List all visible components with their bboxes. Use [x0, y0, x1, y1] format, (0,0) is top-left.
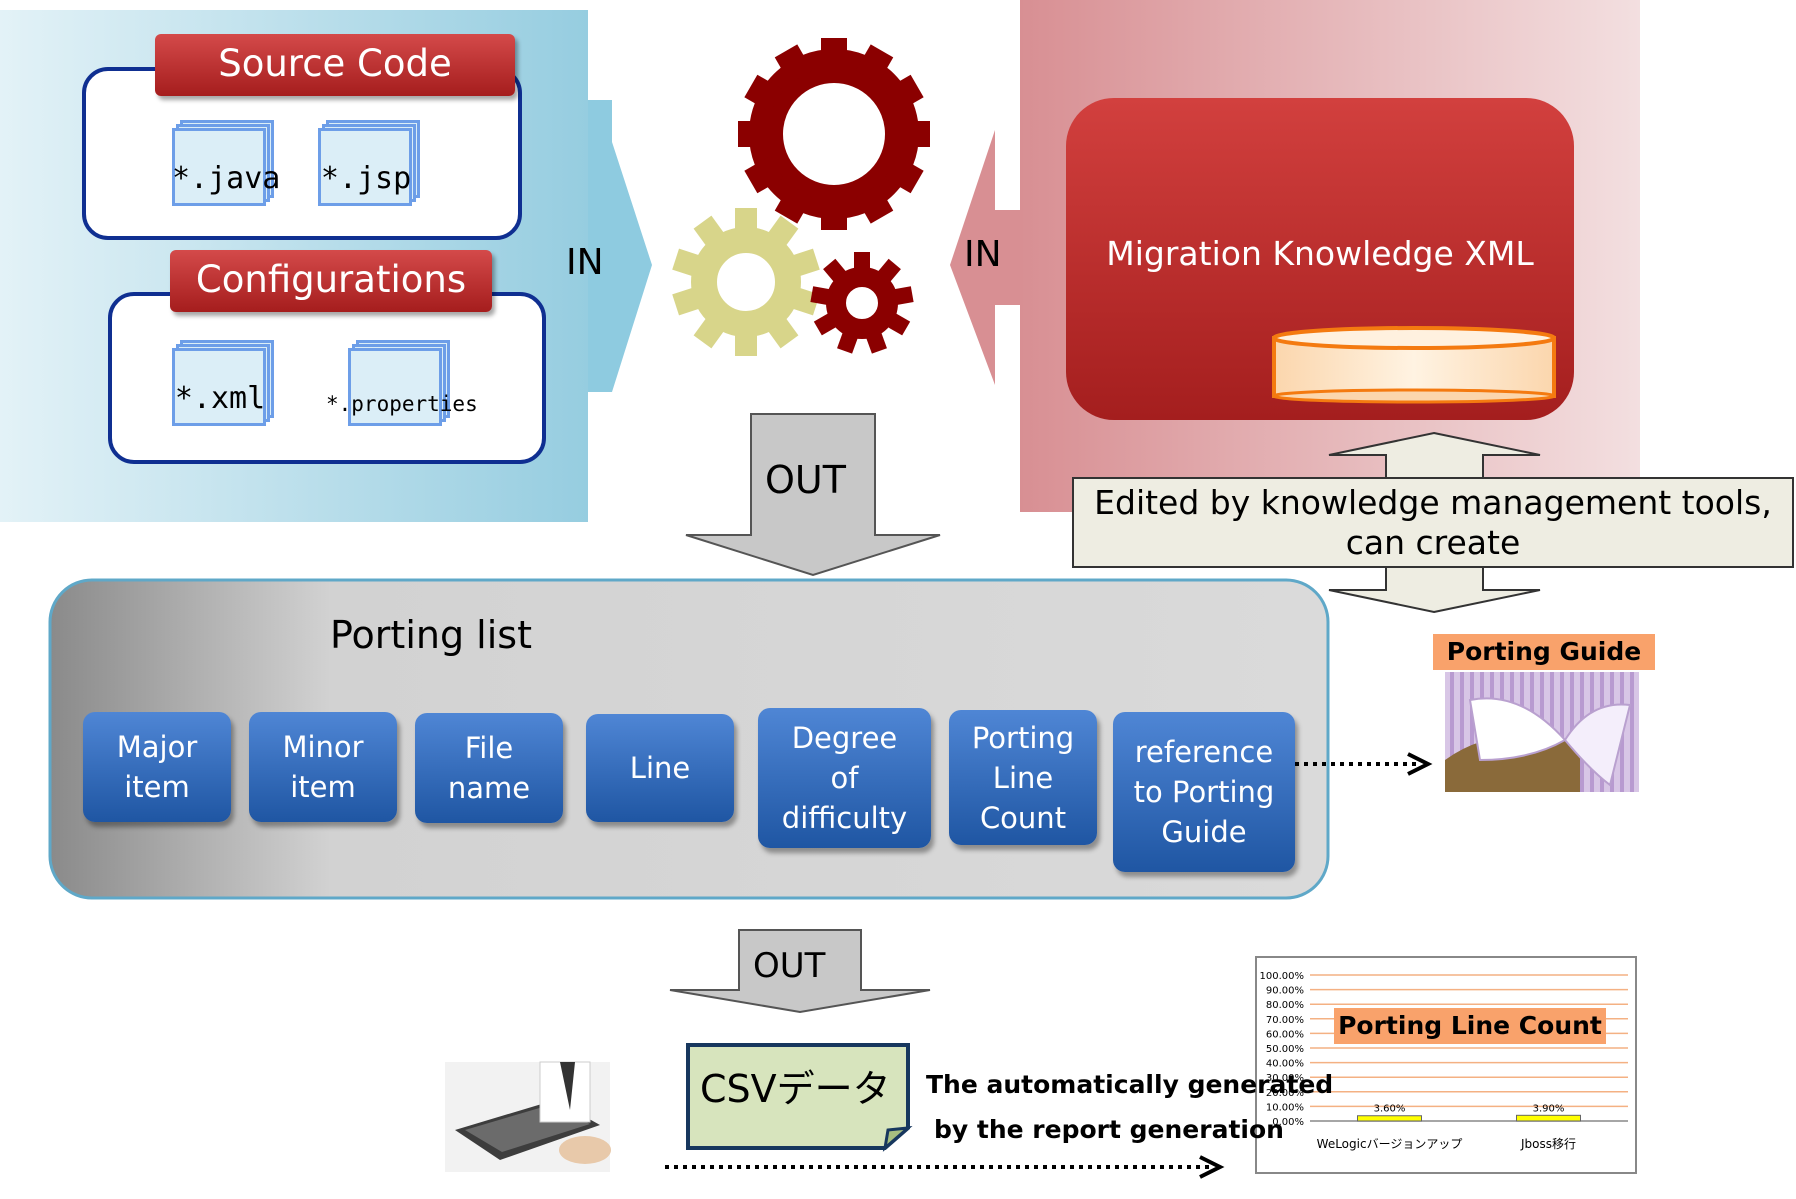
- column-minor-item: Minor item: [249, 712, 397, 822]
- double-arrow-down: [1328, 566, 1541, 614]
- chart-y-tick-label: 30.00%: [1266, 1073, 1304, 1084]
- chart-bar: [1357, 1115, 1422, 1122]
- column-label: Degree: [791, 721, 898, 755]
- chart-title: Porting Line Count: [1334, 1008, 1606, 1044]
- book-icon: [1445, 672, 1639, 792]
- column-label: Major: [116, 730, 198, 764]
- chart-frame: [1255, 956, 1637, 1174]
- tan-gear-icon: [672, 208, 820, 356]
- chart-category-label: Jboss移行: [1520, 1137, 1576, 1151]
- column-line: Line: [586, 714, 734, 822]
- out-arrow-top: [685, 413, 941, 577]
- chart-data-label: 3.90%: [1533, 1103, 1565, 1114]
- column-major-item: Major item: [83, 712, 231, 822]
- column-label: difficulty: [781, 801, 908, 835]
- chart-y-tick-label: 10.00%: [1266, 1102, 1304, 1113]
- configurations-title: Configurations: [170, 250, 492, 312]
- column-label: to Porting: [1133, 775, 1275, 809]
- csv-label: CSVデータ: [700, 1067, 891, 1111]
- knowledge-title: Migration Knowledge XML: [1106, 234, 1534, 273]
- chart-y-tick-label: 40.00%: [1266, 1059, 1304, 1070]
- report-note-line2: by the report generation: [934, 1115, 1284, 1144]
- chart-y-tick-label: 0.00%: [1272, 1117, 1304, 1128]
- column-label: Guide: [1161, 815, 1247, 849]
- chart-category-label: WeLogicバージョンアップ: [1317, 1137, 1463, 1151]
- java-file-icon: *.java: [172, 120, 281, 206]
- column-degree-of-difficulty: Degree of difficulty: [758, 708, 931, 848]
- laptop-user-photo: [445, 1061, 611, 1172]
- chart-y-tick-label: 60.00%: [1266, 1029, 1304, 1040]
- properties-file-label: *.properties: [326, 392, 478, 416]
- column-label: reference: [1134, 735, 1274, 769]
- column-label: Porting: [971, 720, 1075, 755]
- java-file-label: *.java: [172, 161, 281, 196]
- column-label: Minor: [282, 730, 364, 764]
- xml-file-icon: *.xml: [172, 340, 274, 426]
- column-porting-line-count: Porting Line Count: [949, 710, 1097, 845]
- edit-note-box: [1072, 477, 1794, 568]
- large-gear-icon: [738, 38, 930, 230]
- chart-y-tick-label: 100.00%: [1260, 971, 1305, 982]
- column-label: Line: [629, 751, 691, 785]
- column-reference-to-porting-guide: reference to Porting Guide: [1113, 712, 1295, 872]
- out-label-bottom: OUT: [753, 946, 826, 986]
- column-label: File: [464, 731, 514, 765]
- in-label-left: IN: [566, 242, 604, 283]
- chart-y-tick-label: 80.00%: [1266, 1000, 1304, 1011]
- source-code-title: Source Code: [155, 34, 515, 96]
- database-icon: [1272, 326, 1556, 404]
- report-note-line1: The automatically generated: [926, 1070, 1334, 1099]
- xml-file-label: *.xml: [174, 381, 266, 416]
- chart-data-label: 3.60%: [1374, 1104, 1406, 1115]
- in-arrow-right: [950, 130, 1020, 385]
- out-arrow-bottom: [669, 929, 931, 1014]
- edit-note-text: Edited by knowledge management tools, ca…: [1094, 482, 1772, 562]
- column-label: item: [290, 770, 356, 804]
- column-label: item: [124, 770, 190, 804]
- properties-file-icon: *.properties: [326, 340, 478, 426]
- column-file-name: File name: [415, 713, 563, 823]
- jsp-file-label: *.jsp: [320, 161, 412, 196]
- in-arrow-left: [588, 100, 652, 392]
- column-label: Count: [979, 800, 1067, 835]
- jsp-file-icon: *.jsp: [318, 120, 420, 206]
- small-gear-icon: [810, 252, 914, 354]
- porting-guide-label: Porting Guide: [1433, 634, 1655, 670]
- porting-list-title: Porting list: [330, 613, 532, 657]
- column-label: Line: [992, 760, 1054, 795]
- csv-document-icon: [686, 1043, 913, 1152]
- column-label: name: [447, 771, 531, 805]
- chart-bar: [1516, 1114, 1581, 1122]
- chart-y-tick-label: 70.00%: [1266, 1015, 1304, 1026]
- chart-y-tick-label: 50.00%: [1266, 1044, 1304, 1055]
- chart-y-tick-label: 20.00%: [1266, 1088, 1304, 1099]
- out-label-top: OUT: [765, 458, 846, 502]
- chart-y-tick-label: 90.00%: [1266, 986, 1304, 997]
- column-label: of: [830, 761, 859, 795]
- in-label-right: IN: [964, 234, 1002, 275]
